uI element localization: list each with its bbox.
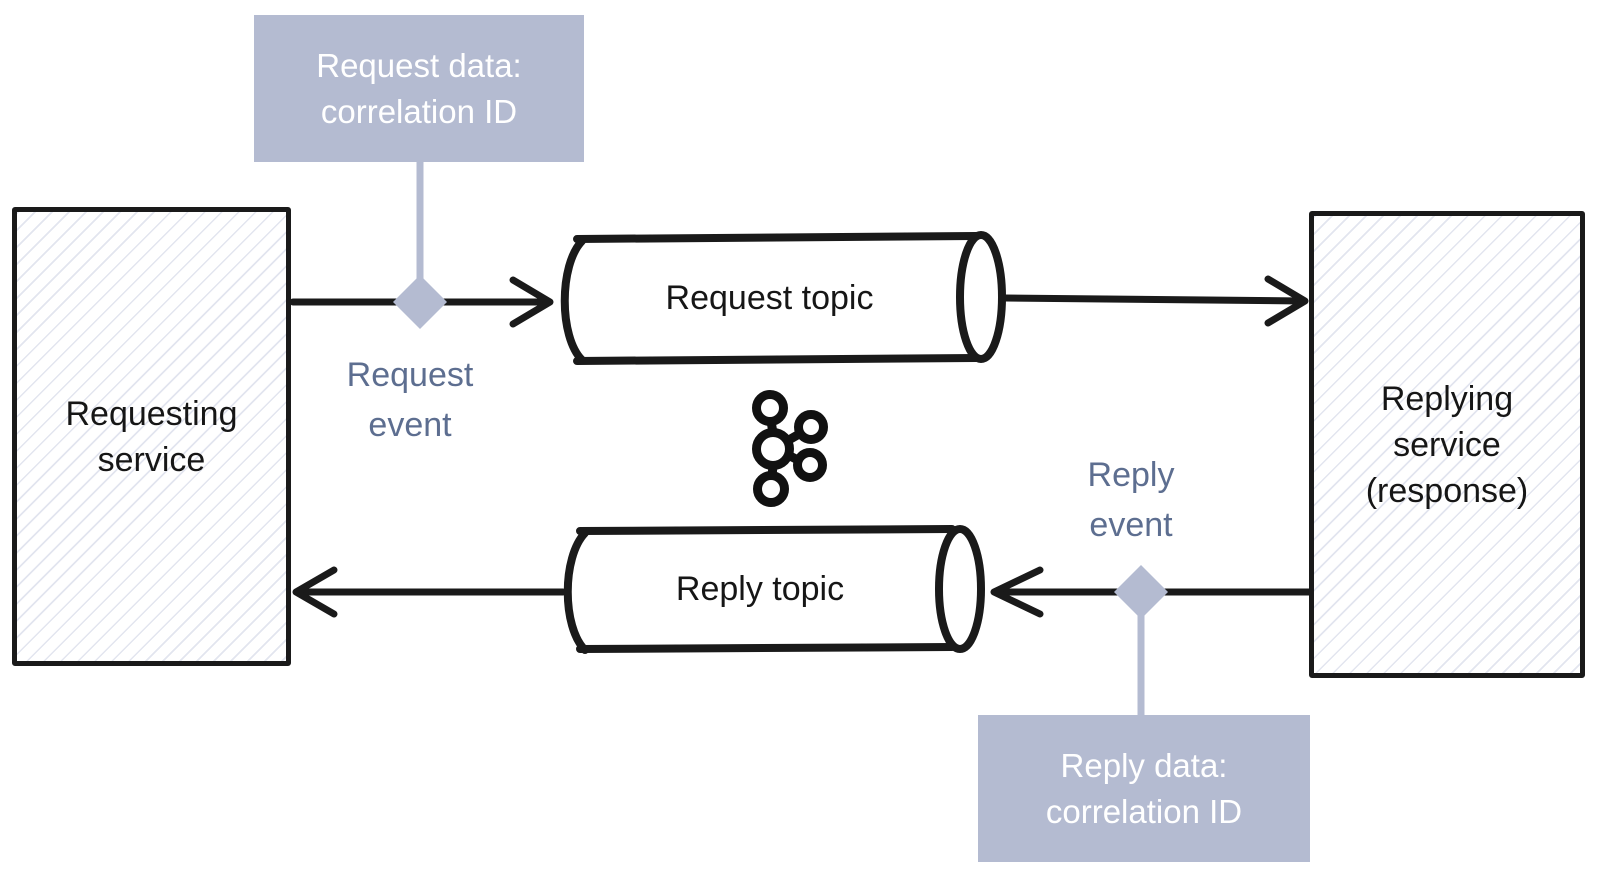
reply-data-line: Reply data: [1060, 746, 1228, 784]
reply-event-label: Reply event [1031, 450, 1231, 550]
reply-data-line: correlation ID [1045, 792, 1243, 830]
reply-topic-label: Reply topic [675, 569, 845, 608]
request-event-label: Request event [310, 350, 510, 450]
kafka-icon [752, 390, 828, 507]
request-arrow [289, 276, 554, 328]
request-event-diamond [393, 275, 447, 329]
reply-event-diamond [1114, 565, 1168, 619]
replying-service-line: service [1393, 425, 1501, 464]
replying-service-line: Replying [1380, 379, 1514, 418]
replying-service-line: (response) [1365, 471, 1529, 510]
reply-data-annotation: Reply data: correlation ID [978, 715, 1310, 862]
request-topic-label: Request topic [665, 278, 874, 317]
reply-delivery-arrow [292, 566, 567, 618]
replying-service-box: Replying service (response) [1309, 211, 1585, 678]
reply-event-line: event [1089, 506, 1173, 544]
requesting-service-label: Requesting service [65, 391, 237, 483]
request-data-line: correlation ID [320, 92, 518, 130]
request-data-line: Request data: [316, 46, 522, 84]
reply-event-line: Reply [1087, 456, 1175, 494]
requesting-service-line: service [97, 440, 206, 479]
requesting-service-box: Requesting service [12, 207, 291, 666]
request-event-line: event [368, 406, 452, 444]
requesting-service-line: Requesting [65, 394, 238, 433]
replying-service-label: Replying service (response) [1366, 376, 1529, 514]
request-event-line: Request [346, 356, 474, 394]
request-data-annotation: Request data: correlation ID [254, 15, 584, 162]
request-delivery-arrow [1001, 275, 1309, 327]
reply-arrow [990, 566, 1313, 618]
